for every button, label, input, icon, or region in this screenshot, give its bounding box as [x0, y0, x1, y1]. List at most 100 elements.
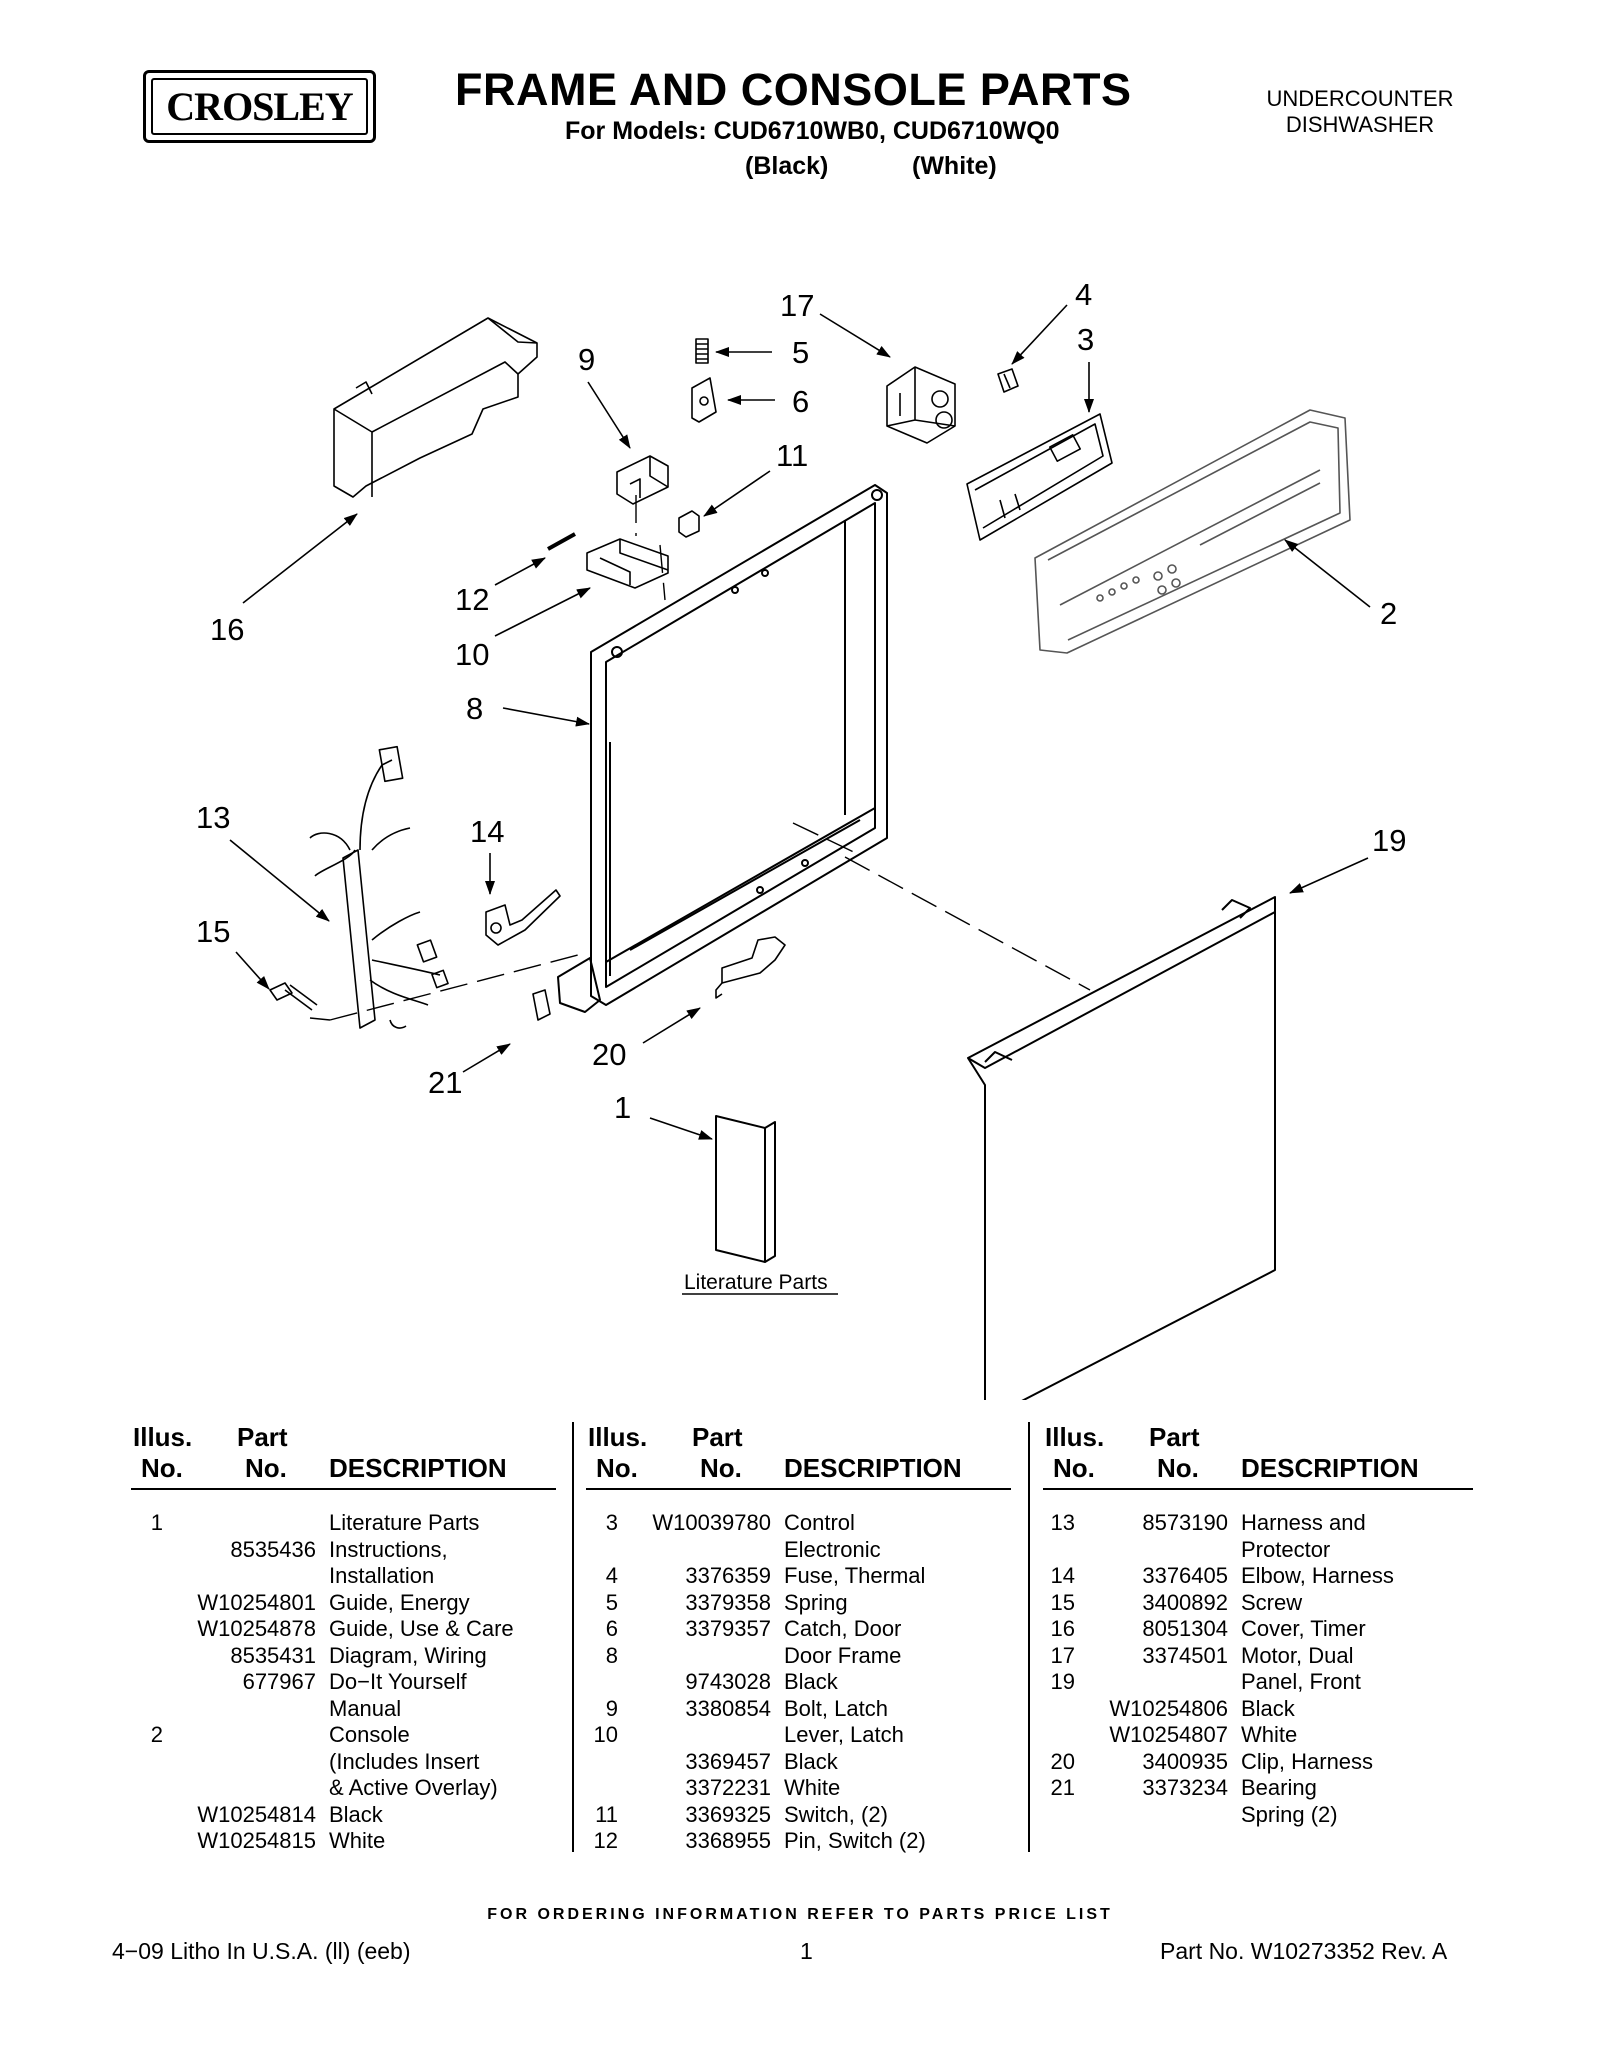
callout-13: 13	[196, 800, 230, 835]
harness-clip-part	[715, 936, 786, 999]
brand-logo: CROSLEY	[143, 70, 376, 143]
table-cell-part: W10254814	[197, 1801, 316, 1827]
product-type-line2: DISHWASHER	[1285, 112, 1435, 137]
table-cell-description: (Includes Insert	[329, 1748, 480, 1774]
table-cell-description: Bolt, Latch	[784, 1695, 888, 1721]
table-cell-description: Motor, Dual	[1241, 1642, 1354, 1668]
table-cell-part: W10254807	[1109, 1722, 1228, 1747]
table-cell-description: Screw	[1241, 1589, 1303, 1615]
table-cell-description: Cover, Timer	[1241, 1616, 1366, 1641]
page-number: 1	[800, 1938, 813, 1964]
bearing-spring-part	[532, 989, 551, 1021]
table-cell-illus: 9	[605, 1695, 618, 1721]
table-cell-description: Instructions,	[329, 1536, 448, 1562]
product-type-line1: UNDERCOUNTER	[1266, 86, 1454, 111]
table-cell-description: Panel, Front	[1241, 1669, 1361, 1694]
table-cell-description: Fuse, Thermal	[784, 1563, 926, 1588]
door-frame-part	[557, 484, 888, 1013]
table-cell-illus: 12	[593, 1828, 618, 1853]
table-cell-part: 677967	[242, 1669, 316, 1694]
callout-9: 9	[578, 342, 595, 377]
header-part-1: Part	[692, 1422, 743, 1452]
callout-16: 16	[210, 612, 244, 647]
harness-part	[309, 745, 449, 1029]
table-cell-description: Catch, Door	[784, 1616, 902, 1641]
spring-part	[695, 338, 709, 364]
table-cell-part: 3376359	[685, 1563, 771, 1588]
thermal-fuse-part	[997, 368, 1019, 393]
table-cell-description: Lever, Latch	[784, 1722, 904, 1747]
models-subtitle: For Models: CUD6710WB0, CUD6710WQ0	[565, 117, 1060, 145]
table-cell-part: 3400935	[1142, 1748, 1228, 1774]
callout-19: 19	[1372, 823, 1406, 858]
header-part-1: Part	[1149, 1422, 1200, 1452]
table-cell-description: Bearing	[1241, 1775, 1317, 1800]
table-cell-illus: 11	[595, 1801, 618, 1827]
callout-8: 8	[466, 691, 483, 726]
header-illus-1: Illus.	[133, 1422, 193, 1452]
table-cell-description: Spring (2)	[1241, 1801, 1338, 1827]
table-cell-illus: 21	[1050, 1775, 1075, 1800]
console-part	[1034, 409, 1351, 654]
table-cell-part: 8535431	[230, 1642, 316, 1668]
header-illus-2: No.	[141, 1453, 183, 1483]
callout-20: 20	[592, 1037, 626, 1072]
callout-21: 21	[428, 1065, 462, 1100]
table-cell-illus: 13	[1050, 1510, 1075, 1535]
table-cell-description: Spring	[784, 1589, 848, 1615]
callout-14: 14	[470, 814, 504, 849]
table-cell-illus: 15	[1050, 1589, 1075, 1615]
table-cell-description: Switch, (2)	[784, 1801, 888, 1827]
screw-part	[269, 982, 318, 1011]
column-divider	[572, 1422, 574, 1852]
table-cell-illus: 6	[605, 1616, 618, 1641]
switch-part	[678, 510, 700, 538]
table-cell-description: Literature Parts	[329, 1510, 480, 1535]
callout-15: 15	[196, 914, 230, 949]
table-cell-illus: 2	[150, 1722, 163, 1747]
table-cell-illus: 20	[1050, 1748, 1075, 1774]
table-cell-part: W10254878	[197, 1616, 316, 1641]
header-rule	[1043, 1488, 1473, 1490]
table-cell-description: White	[1241, 1722, 1298, 1747]
table-cell-part: W10254815	[197, 1828, 316, 1853]
latch-lever-part	[586, 538, 669, 589]
table-cell-description: Black	[784, 1669, 838, 1694]
switch-pin-part	[547, 532, 576, 551]
page-title: FRAME AND CONSOLE PARTS	[455, 64, 1132, 115]
literature-parts-part	[715, 1115, 776, 1263]
table-cell-illus: 8	[605, 1642, 618, 1668]
table-cell-description: Diagram, Wiring	[329, 1642, 487, 1668]
table-cell-part: 3372231	[685, 1775, 771, 1800]
header-rule	[586, 1488, 1011, 1490]
table-cell-description: Door Frame	[784, 1642, 902, 1668]
table-cell-description: Guide, Energy	[329, 1589, 470, 1615]
table-cell-description: & Active Overlay)	[329, 1775, 498, 1800]
table-cell-part: 3369457	[685, 1748, 771, 1774]
header-illus-1: Illus.	[1045, 1422, 1105, 1452]
table-cell-description: Do−It Yourself	[329, 1669, 467, 1694]
table-cell-description: Elbow, Harness	[1241, 1563, 1394, 1588]
header-part-2: No.	[700, 1453, 742, 1483]
header-part-2: No.	[1157, 1453, 1199, 1483]
table-cell-description: Console	[329, 1722, 410, 1747]
table-cell-illus: 16	[1050, 1616, 1075, 1641]
header-illus-1: Illus.	[588, 1422, 648, 1452]
header-part-2: No.	[245, 1453, 287, 1483]
table-cell-part: W10254801	[197, 1589, 316, 1615]
timer-cover-part	[333, 317, 538, 498]
callout-4: 4	[1075, 277, 1092, 312]
document-part-number: Part No. W10273352 Rev. A	[1160, 1938, 1448, 1964]
table-cell-description: Harness and	[1241, 1510, 1366, 1535]
table-cell-part: 3400892	[1142, 1589, 1228, 1615]
header-description: DESCRIPTION	[784, 1453, 962, 1483]
dual-motor-part	[886, 366, 956, 444]
table-cell-description: Black	[1241, 1695, 1295, 1721]
table-cell-illus: 3	[605, 1510, 618, 1535]
variant-white: (White)	[912, 152, 997, 180]
exploded-parts-diagram: 17 4 3 9 5 6 11 12 16 10 2 8 13 14 19 15…	[196, 277, 1406, 1400]
front-panel-part	[967, 896, 1276, 1400]
table-cell-description: White	[329, 1828, 386, 1853]
table-cell-part: 3379358	[685, 1589, 771, 1615]
table-cell-description: Control	[784, 1510, 855, 1535]
